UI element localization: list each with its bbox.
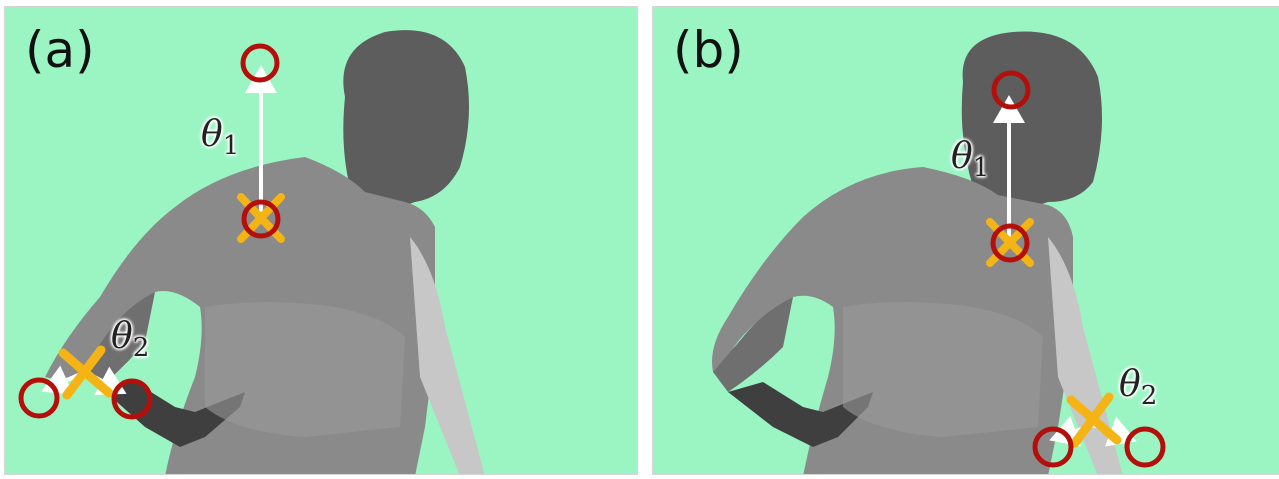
person-silhouette (45, 30, 485, 475)
panel-label-a: (a) (25, 25, 95, 75)
panel-a: (a) θ1 θ2 (4, 6, 638, 475)
panel-label-b: (b) (673, 25, 744, 75)
person-silhouette (712, 32, 1123, 475)
theta2-label-a: θ2 (111, 319, 149, 361)
circle-marker-hand-right (1127, 429, 1163, 465)
panel-b: (b) θ1 θ2 (652, 6, 1279, 475)
depth-image-b (653, 7, 1277, 475)
theta1-label-b: θ1 (951, 139, 989, 181)
circle-marker-hand-left (21, 380, 57, 416)
depth-image-a (5, 7, 638, 475)
theta1-label-a: θ1 (201, 117, 239, 159)
theta2-label-b: θ2 (1119, 367, 1157, 409)
